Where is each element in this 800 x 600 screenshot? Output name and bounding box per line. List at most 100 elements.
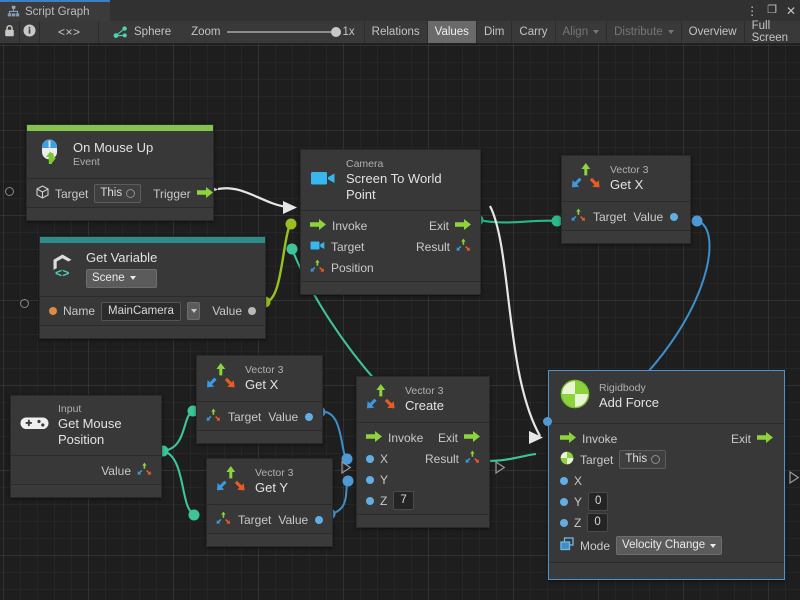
port-row-target[interactable]: Target This Trigger (27, 183, 213, 204)
port-dot-value[interactable] (248, 307, 256, 315)
port-row-target[interactable]: Target Result (301, 236, 480, 257)
toolbar-button-carry[interactable]: Carry (512, 21, 555, 43)
port-dot-name[interactable] (49, 307, 57, 315)
maximize-icon[interactable]: ❐ (767, 5, 777, 16)
port-row-value[interactable]: Value (11, 460, 161, 481)
port-dot-y[interactable] (560, 498, 568, 506)
port-dot-value[interactable] (315, 516, 323, 524)
info-button[interactable] (20, 21, 40, 43)
port-dot-value[interactable] (670, 213, 678, 221)
toolbar-button-label: Overview (689, 26, 737, 38)
lock-button[interactable] (0, 21, 20, 43)
zoom-control[interactable]: Zoom 1x (182, 21, 364, 43)
kebab-menu-icon[interactable]: ⋮ (746, 5, 758, 17)
port-row-z[interactable]: Z 7 (357, 490, 489, 511)
toolbar-button-full-screen[interactable]: Full Screen (745, 21, 800, 43)
toolbar-button-overview[interactable]: Overview (682, 21, 745, 43)
node-vector3-create[interactable]: Vector 3 Create Invoke Exit (356, 376, 490, 528)
port-row-target-value[interactable]: Target Value (207, 509, 332, 530)
lock-icon (4, 24, 15, 40)
port-row-z[interactable]: Z 0 (549, 512, 784, 533)
zoom-slider-knob[interactable] (331, 27, 341, 37)
node-subtitle: Camera (346, 158, 471, 170)
node-vector3-get-y-mid[interactable]: Vector 3 Get Y Target Value (206, 458, 333, 547)
invoke-flow-arrow-icon[interactable] (310, 219, 326, 233)
toolbar-button-dim[interactable]: Dim (477, 21, 512, 43)
node-get-variable[interactable]: <> Get Variable Scene Name MainCamera (39, 236, 266, 339)
node-titles: Camera Screen To World Point (346, 158, 471, 202)
rigidbody-exit-flow-marker[interactable] (789, 471, 799, 483)
port-label-z: Z (380, 494, 387, 508)
toolbar-button-align[interactable]: Align (556, 21, 608, 43)
z-value-input[interactable]: 0 (587, 513, 607, 532)
port-row-y[interactable]: Y (357, 469, 489, 490)
port-row-target-value[interactable]: Target Value (197, 406, 322, 427)
node-left-socket[interactable] (20, 299, 29, 308)
node-title: Get Mouse Position (58, 416, 152, 447)
toolbar-button-label: Full Screen (752, 20, 793, 44)
target-value-dropdown[interactable]: This (619, 450, 666, 469)
node-header: Vector 3 Create (357, 377, 489, 422)
port-label-y: Y (380, 473, 388, 487)
port-row-target-value[interactable]: Target Value (562, 206, 690, 227)
port-row-x[interactable]: X Result (357, 448, 489, 469)
port-row-x[interactable]: X (549, 470, 784, 491)
port-dot-x[interactable] (366, 455, 374, 463)
port-label-target: Target (580, 453, 613, 467)
port-row-mode[interactable]: Mode Velocity Change (549, 533, 784, 558)
port-row-y[interactable]: Y 0 (549, 491, 784, 512)
port-row-name[interactable]: Name MainCamera Value (40, 301, 265, 322)
node-camera-screen-to-world-point[interactable]: Camera Screen To World Point Invoke Exit (300, 149, 481, 295)
port-row-invoke[interactable]: Invoke Exit (549, 428, 784, 449)
trigger-flow-arrow-icon[interactable] (197, 187, 213, 201)
node-vector3-get-x-top[interactable]: Vector 3 Get X Target Value (561, 155, 691, 244)
invoke-flow-arrow-icon[interactable] (560, 432, 576, 446)
exit-flow-arrow-icon[interactable] (455, 219, 471, 233)
variable-kind-dropdown[interactable]: Scene (86, 269, 157, 288)
camera-port-icon (310, 240, 325, 254)
z-value-input[interactable]: 7 (393, 491, 413, 510)
exit-flow-arrow-icon[interactable] (757, 432, 773, 446)
port-dot-x[interactable] (560, 477, 568, 485)
toolbar-button-label: Relations (372, 26, 420, 38)
y-value-input[interactable]: 0 (588, 492, 608, 511)
create-exit-flow-marker[interactable] (495, 461, 505, 473)
node-rigidbody-add-force[interactable]: Rigidbody Add Force Invoke Exit (548, 370, 785, 580)
layers-icon (560, 537, 574, 554)
toolbar-button-distribute[interactable]: Distribute (607, 21, 682, 43)
close-icon[interactable]: ✕ (786, 5, 796, 17)
node-on-mouse-up[interactable]: On Mouse Up Event Target This (26, 124, 214, 221)
exit-flow-arrow-icon[interactable] (464, 431, 480, 445)
port-dot-z[interactable] (366, 497, 374, 505)
graph-canvas[interactable]: On Mouse Up Event Target This (0, 44, 800, 600)
node-header: On Mouse Up Event (27, 131, 213, 178)
port-dot-y[interactable] (366, 476, 374, 484)
node-left-socket[interactable] (5, 187, 14, 196)
variable-name-dropdown-button[interactable] (187, 302, 200, 320)
variable-name-input[interactable]: MainCamera (101, 302, 181, 321)
node-vector3-get-x-mid[interactable]: Vector 3 Get X Target Value (196, 355, 323, 444)
port-dot-z[interactable] (560, 519, 568, 527)
create-invoke-flow-marker[interactable] (341, 461, 351, 473)
gamepad-icon (20, 414, 49, 437)
port-row-invoke[interactable]: Invoke Exit (357, 427, 489, 448)
port-dot-value[interactable] (305, 413, 313, 421)
toolbar-button-relations[interactable]: Relations (364, 21, 428, 43)
mode-dropdown[interactable]: Velocity Change (616, 536, 722, 555)
code-view-button[interactable]: <×> (40, 21, 99, 43)
port-label-z: Z (574, 516, 581, 530)
graph-target-button[interactable]: Sphere (99, 21, 182, 43)
port-row-invoke[interactable]: Invoke Exit (301, 215, 480, 236)
target-value-dropdown[interactable]: This (94, 184, 141, 203)
invoke-flow-arrow-icon[interactable] (366, 431, 382, 445)
port-label-name: Name (63, 304, 95, 318)
mouse-event-icon (36, 138, 64, 170)
rigidbody-x-input-socket[interactable] (543, 417, 552, 426)
port-row-position[interactable]: Position (301, 257, 480, 278)
toolbar-button-label: Distribute (614, 26, 663, 38)
port-row-target[interactable]: Target This (549, 449, 784, 470)
zoom-slider[interactable] (227, 31, 337, 33)
tab-script-graph[interactable]: Script Graph (0, 0, 110, 21)
toolbar-button-values[interactable]: Values (428, 21, 477, 43)
node-input-get-mouse-position[interactable]: Input Get Mouse Position Value (10, 395, 162, 498)
